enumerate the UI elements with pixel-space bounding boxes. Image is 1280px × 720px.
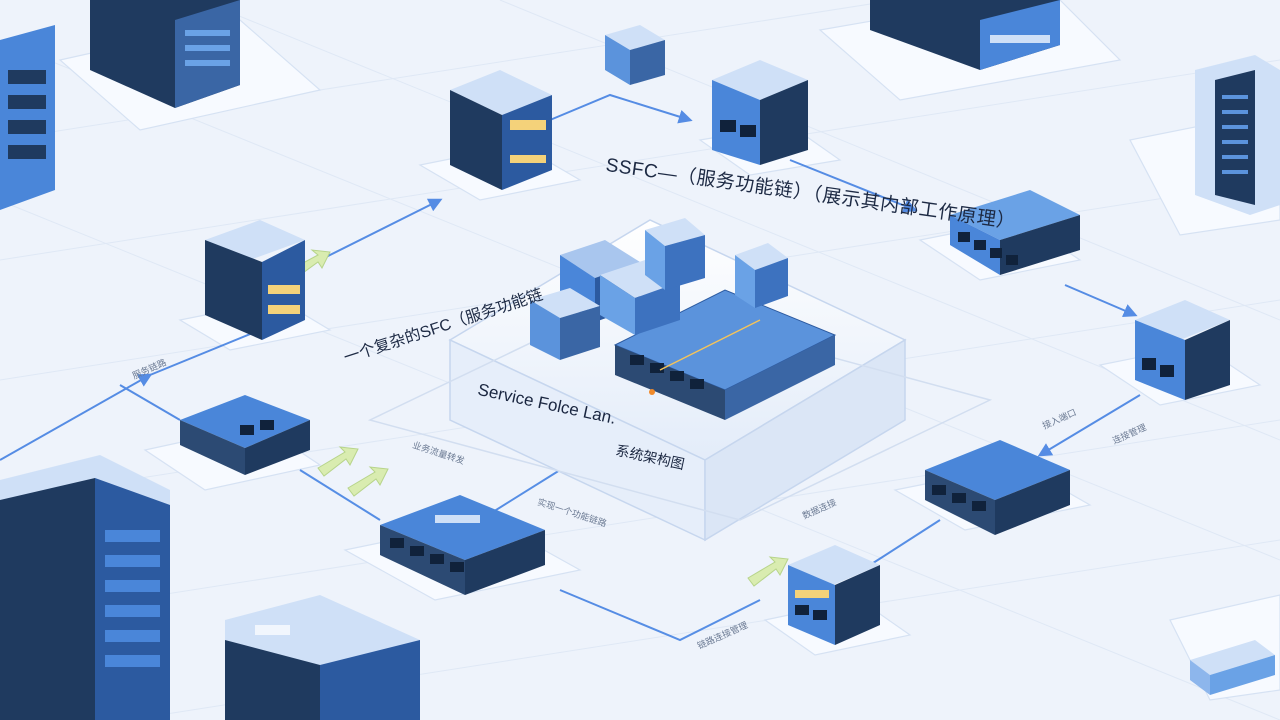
server-far-left-icon bbox=[0, 25, 55, 210]
switch-bottom-icon bbox=[380, 495, 545, 595]
connection-lines bbox=[0, 93, 1141, 642]
small-box-bottom-icon bbox=[1190, 640, 1275, 695]
central-cluster bbox=[530, 218, 837, 420]
server-bottom-left-icon bbox=[0, 455, 170, 720]
flow-link-5 bbox=[789, 159, 918, 213]
server-right-icon bbox=[1195, 55, 1280, 215]
switch-right-icon bbox=[950, 190, 1080, 275]
router-top-right-icon bbox=[712, 60, 808, 165]
flow-link-9 bbox=[559, 589, 761, 642]
router-top-icon bbox=[450, 70, 552, 190]
flow-link-8 bbox=[869, 519, 941, 566]
flow-link-12 bbox=[119, 384, 181, 421]
server-bottom-center-icon bbox=[225, 595, 420, 720]
flow-arrow-icon bbox=[317, 446, 359, 477]
flow-link-6 bbox=[1064, 284, 1138, 318]
flow-link-2 bbox=[149, 329, 261, 376]
server-top-left-icon bbox=[90, 0, 240, 108]
router-bottom-icon bbox=[788, 545, 880, 645]
server-top-right-icon bbox=[870, 0, 1060, 70]
central-server-3-icon bbox=[530, 288, 600, 360]
switch-left-icon bbox=[180, 395, 310, 475]
switch-right-bottom-icon bbox=[925, 440, 1070, 535]
flow-arrow-icon bbox=[747, 556, 789, 587]
central-server-4-icon bbox=[645, 218, 705, 290]
flow-link-11 bbox=[299, 469, 381, 521]
flow-link-4 bbox=[549, 93, 693, 124]
flow-link-1 bbox=[0, 373, 153, 461]
flow-arrow-icon bbox=[347, 466, 389, 497]
router-right-icon bbox=[1135, 300, 1230, 400]
router-left-icon bbox=[205, 220, 305, 340]
central-server-5-icon bbox=[735, 243, 788, 308]
flow-link-7 bbox=[1037, 394, 1141, 457]
central-switch-icon bbox=[613, 289, 837, 420]
small-box-top-icon bbox=[605, 25, 665, 85]
